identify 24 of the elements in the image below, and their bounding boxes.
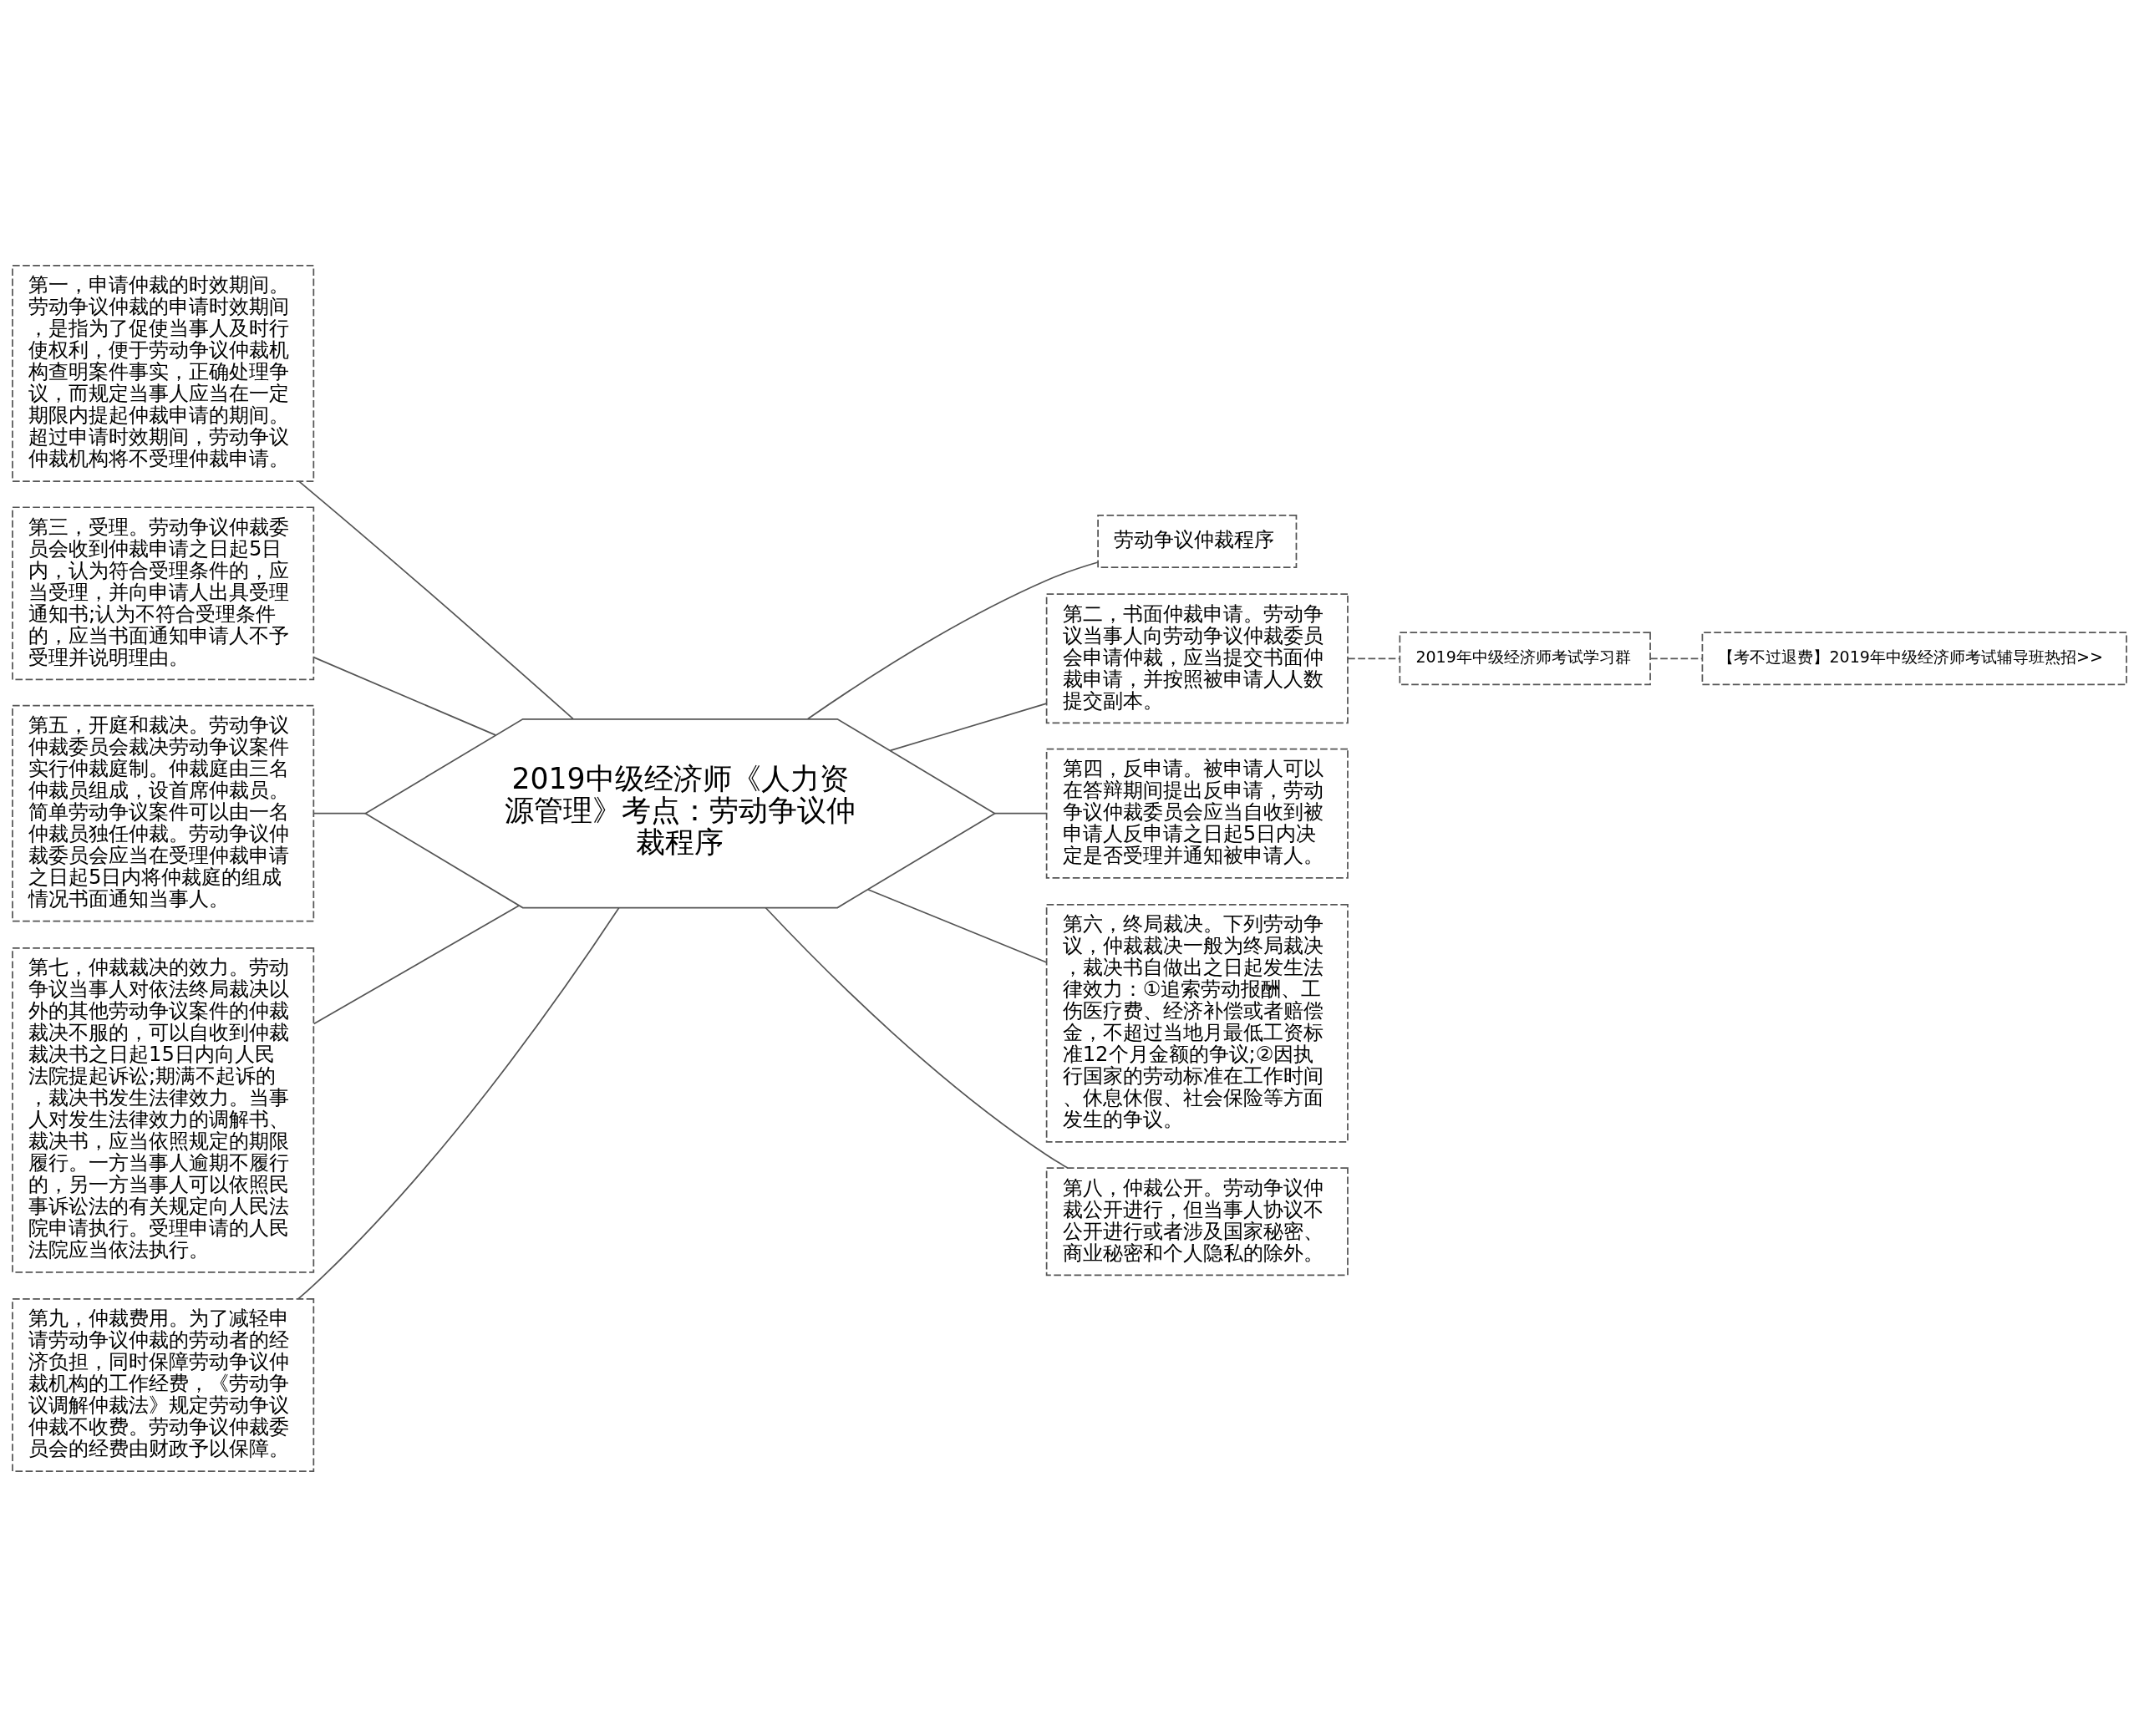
connector [889, 702, 1048, 751]
connector [866, 888, 1048, 963]
connector [297, 906, 620, 1299]
node-box: 第三，受理。劳动争议仲裁委员会收到仲裁申请之日起5日内，认为符合受理条件的，应当受理，并向申请人出具受理通知书;认为不符合受理条件的，应当书面通知申请人不予受理并说明理由。 [12, 505, 315, 680]
node-box: 第一，申请仲裁的时效期间。劳动争议仲裁的申请时效期间，是指为了促使当事人及时行使权利，便于劳动争议仲裁机构查明案件事实，正确处理争议，而规定当事人应当在一定期限内提起仲裁申请的期间。超过申请时效期间，劳动争议仲裁机构将不受理仲裁申请。 [12, 264, 315, 482]
connector [765, 906, 1069, 1169]
connector [1347, 657, 1400, 659]
node-box: 【考不过退费】2019年中级经济师考试辅导班热招>> [1701, 631, 2127, 685]
connector [312, 656, 496, 736]
connector [993, 812, 1047, 815]
connector [298, 480, 574, 719]
node-box: 第九，仲裁费用。为了减轻申请劳动争议仲裁的劳动者的经济负担，同时保障劳动争议仲裁机构的工作经费，《劳动争议调解仲裁法》规定劳动争议仲裁不收费。劳动争议仲裁委员会的经费由财政予以保障。 [12, 1297, 315, 1472]
node-box: 第二，书面仲裁申请。劳动争议当事人向劳动争议仲裁委员会申请仲裁，应当提交书面仲裁申请，并按照被申请人人数提交副本。 [1045, 592, 1349, 723]
node-box: 第五，开庭和裁决。劳动争议仲裁委员会裁决劳动争议案件实行仲裁庭制。仲裁庭由三名仲裁员组成，设首席仲裁员。简单劳动争议案件可以由一名仲裁员独任仲裁。劳动争议仲裁委员会应当在受理仲裁申请之日起5日内将仲裁庭的组成情况书面通知当事人。 [12, 704, 315, 922]
connector [312, 904, 521, 1024]
node-box: 第七，仲裁裁决的效力。劳动争议当事人对依法终局裁决以外的其他劳动争议案件的仲裁裁决不服的，可以自收到仲裁裁决书之日起15日内向人民法院提起诉讼;期满不起诉的，裁决书发生法律效力。当事人对发生法律效力的调解书、裁决书，应当依照规定的期限履行。一方当事人逾期不履行的，另一方当事人可以依照民事诉讼法的有关规定向人民法院申请执行。受理申请的人民法院应当依法执行。 [12, 947, 315, 1273]
node-box: 2019年中级经济师考试学习群 [1399, 631, 1651, 685]
connector [1649, 657, 1703, 659]
connector [806, 561, 1099, 719]
node-box: 劳动争议仲裁程序 [1097, 514, 1298, 568]
node-box: 第八，仲裁公开。劳动争议仲裁公开进行，但当事人协议不公开进行或者涉及国家秘密、商业秘密和个人隐私的除外。 [1045, 1166, 1349, 1276]
node-box: 第六，终局裁决。下列劳动争议，仲裁裁决一般为终局裁决，裁决书自做出之日起发生法律效力：①追索劳动报酬、工伤医疗费、经济补偿或者赔偿金，不超过当地月最低工资标准12个月金额的争议;②因执行国家的劳动标准在工作时间、休息休假、社会保险等方面发生的争议。 [1045, 903, 1349, 1143]
node-box: 第四，反申请。被申请人可以在答辩期间提出反申请，劳动争议仲裁委员会应当自收到被申请人反申请之日起5日内决定是否受理并通知被申请人。 [1045, 748, 1349, 879]
connector [312, 812, 367, 815]
